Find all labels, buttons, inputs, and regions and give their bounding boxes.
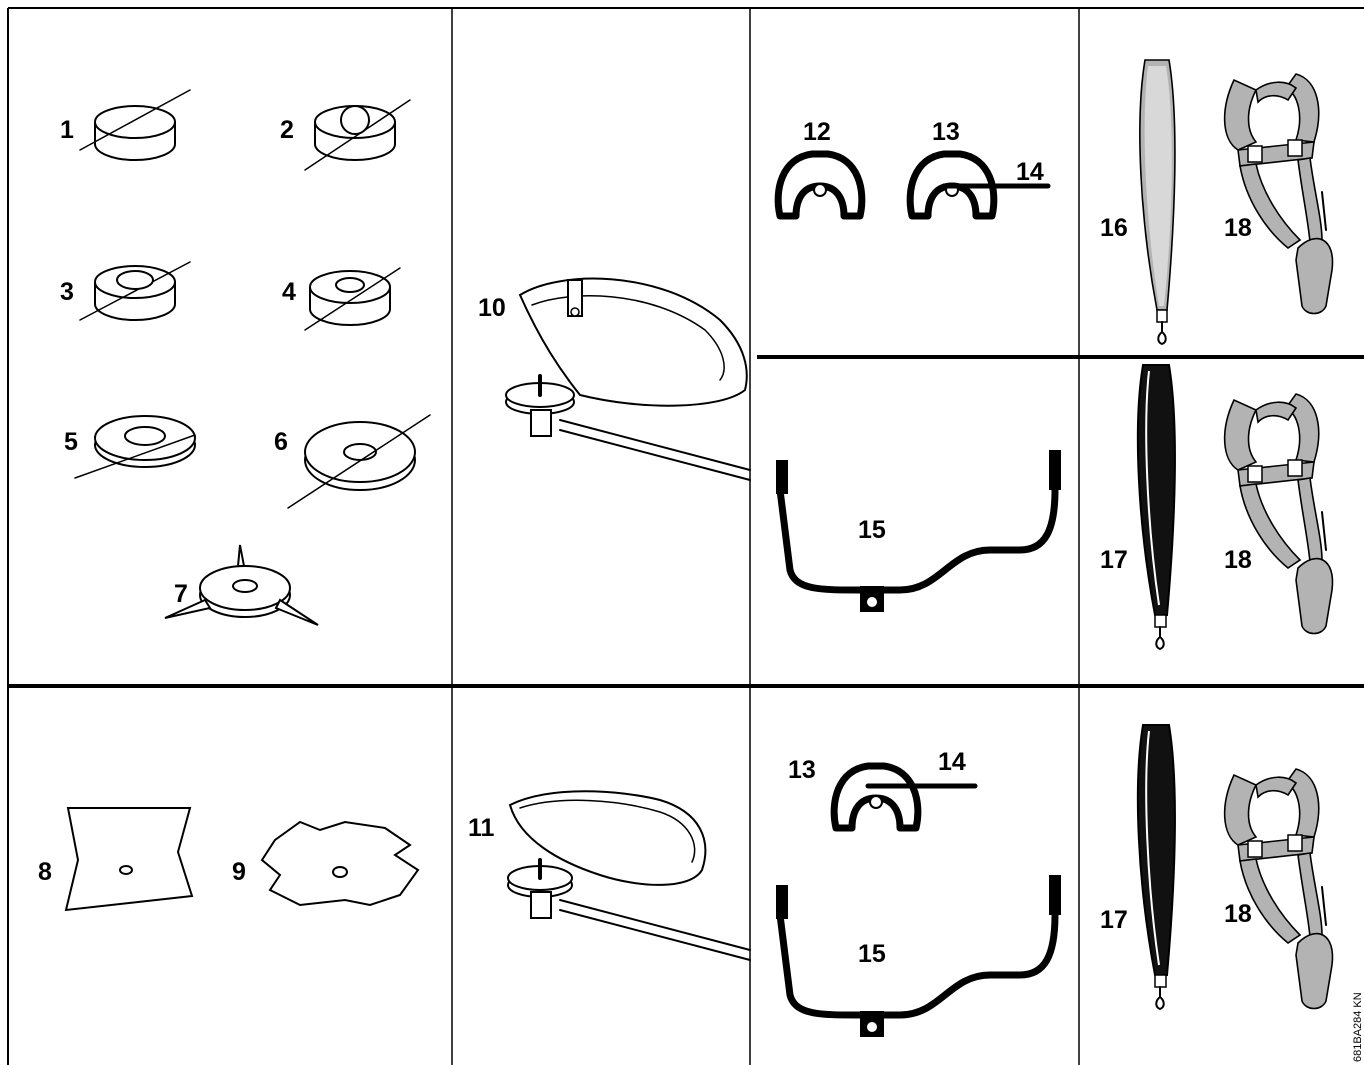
harness-18-middle: [1223, 393, 1334, 635]
label-11: 11: [468, 814, 495, 842]
trimmer-head-4: [304, 267, 401, 331]
label-13-lower: 13: [788, 756, 816, 784]
label-17-lower: 17: [1100, 906, 1128, 934]
handlebar-15-lower: [776, 875, 1061, 1037]
label-1: 1: [60, 116, 74, 144]
trimmer-head-1: [79, 89, 191, 161]
harness-18-bottom: [1223, 768, 1334, 1010]
label-5: 5: [64, 428, 78, 456]
loop-handle-13-lower: [834, 766, 978, 828]
label-13: 13: [932, 118, 960, 146]
label-10: 10: [478, 294, 506, 322]
label-8: 8: [38, 858, 52, 886]
trimmer-head-7: [164, 544, 319, 626]
trimmer-head-3: [79, 261, 191, 321]
label-16: 16: [1100, 214, 1128, 242]
label-9: 9: [232, 858, 246, 886]
label-14-lower: 14: [938, 748, 966, 776]
label-14: 14: [1016, 158, 1044, 186]
label-17: 17: [1100, 546, 1128, 574]
label-6: 6: [274, 428, 288, 456]
grass-blade-9: [260, 820, 420, 907]
label-18-top: 18: [1224, 214, 1252, 242]
handlebar-15: [776, 450, 1061, 612]
trimmer-head-6: [287, 414, 431, 509]
label-18-middle: 18: [1224, 546, 1252, 574]
trimmer-head-2: [304, 99, 411, 171]
grass-blade-8: [64, 807, 194, 912]
figure-code: 681BA284 KN: [1352, 992, 1364, 1062]
shoulder-strap-17-lower: [1136, 724, 1176, 1010]
label-15-lower: 15: [858, 940, 886, 968]
label-15: 15: [858, 516, 886, 544]
loop-handle-13: [910, 154, 1051, 216]
label-2: 2: [280, 116, 294, 144]
shoulder-strap-17: [1136, 364, 1176, 650]
label-7: 7: [174, 580, 188, 608]
shoulder-strap-16: [1138, 59, 1176, 345]
label-18-bottom: 18: [1224, 900, 1252, 928]
harness-18-top: [1223, 73, 1334, 315]
trimmer-head-5: [74, 415, 196, 479]
label-12: 12: [803, 118, 831, 146]
grid-frame: [7, 7, 1364, 1065]
label-3: 3: [60, 278, 74, 306]
label-4: 4: [282, 278, 296, 306]
loop-handle-12: [778, 154, 862, 216]
trimmer-guard-10: [505, 277, 751, 481]
trimmer-guard-11: [507, 790, 751, 961]
